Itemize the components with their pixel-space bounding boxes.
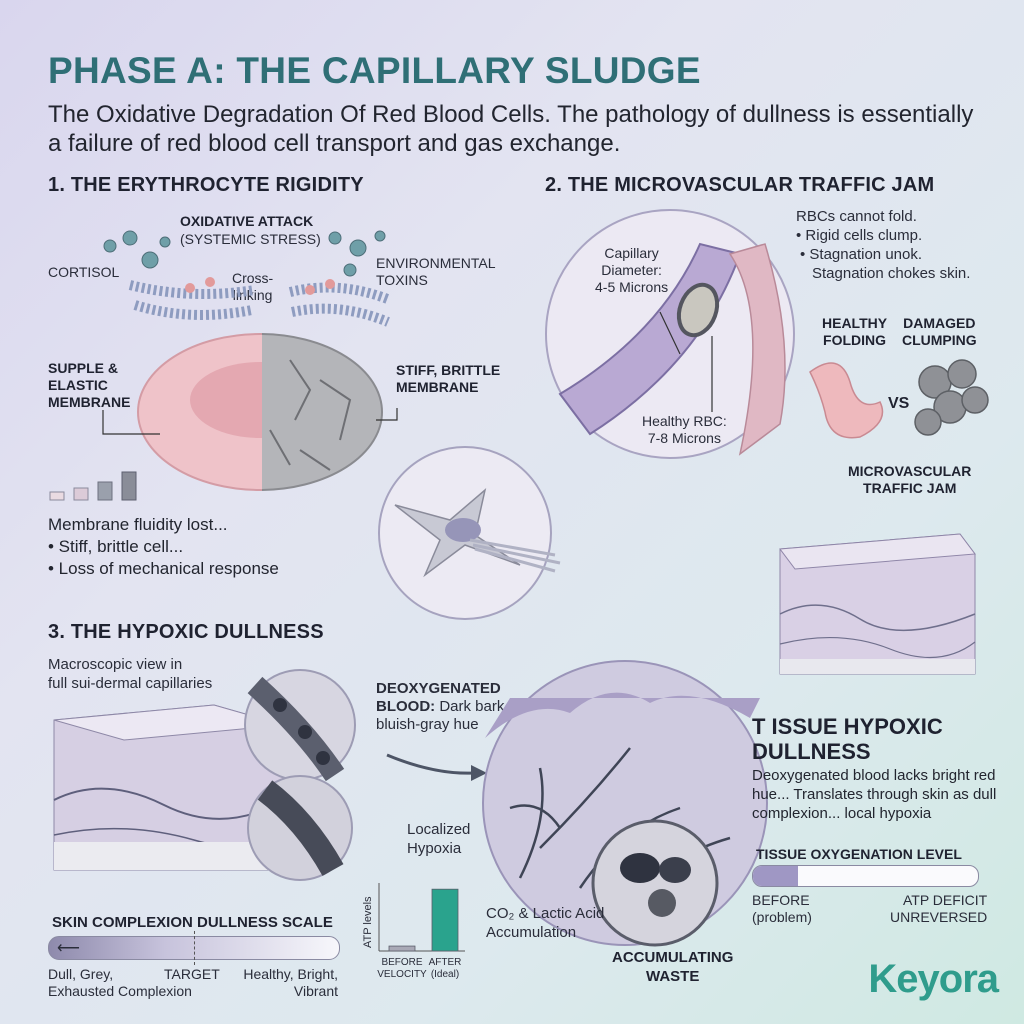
tissue-hypoxia-magnifier (482, 660, 768, 947)
damaged-rbc-half (262, 333, 383, 491)
systemic-stress-label: (SYSTEMIC STRESS) (180, 231, 321, 247)
oxygenation-title: TISSUE OXYGENATION LEVEL (756, 846, 962, 862)
localized-hypoxia-label: Localized Hypoxia (407, 821, 471, 857)
page-title: PHASE A: THE CAPILLARY SLUDGE (48, 50, 701, 91)
oxygenation-bar-fill (753, 866, 798, 886)
skin-block-top (779, 533, 976, 675)
scale-title: SKIN COMPLEXION DULLNESS SCALE (52, 914, 333, 931)
section3-heading: 3. THE HYPOXIC DULLNESS (48, 621, 324, 643)
oxygenation-deficit-label: ATP DEFICIT UNREVERSED (890, 892, 988, 925)
chart-category-label-0: VELOCITY (377, 969, 427, 980)
rigid-cell-magnifier (378, 446, 561, 620)
oxidative-attack-label: OXIDATIVE ATTACK (180, 213, 314, 229)
macro-view-label: Macroscopic view in full sui-dermal capi… (48, 656, 213, 692)
capillary-diameter-label: Capillary Diameter: 4-5 Microns (595, 245, 669, 295)
scale-right-label: Healthy, Bright, Vibrant (243, 966, 338, 999)
section1-note-3: • Loss of mechanical response (48, 559, 279, 578)
lipid-bilayer-left (128, 280, 256, 320)
chart-bar-1 (431, 888, 459, 952)
skin-block-macro (53, 704, 285, 871)
flow-arrow (386, 753, 487, 781)
vs-label: VS (888, 395, 910, 412)
lipid-bilayer-right (288, 282, 392, 327)
tissue-panel-title: T ISSUE HYPOXIC DULLNESS (752, 714, 943, 764)
deoxygenated-vessel-magnifiers (244, 669, 356, 881)
section1-note-1: Membrane fluidity lost... (48, 515, 228, 534)
deoxygenated-blood-label: DEOXYGENATED BLOOD: Dark bark bluish-gra… (376, 680, 504, 734)
accumulating-waste-label: ACCUMULATING WASTE (612, 949, 734, 985)
chart-category-label-1: AFTER (429, 957, 462, 968)
dullness-scale-bar: ⟵ (48, 931, 340, 965)
left-arrow-icon: ⟵ (57, 940, 80, 957)
supple-membrane-label: SUPPLE & ELASTIC MEMBRANE (48, 360, 131, 410)
deoxygenated-text: Dark bark bluish-gray hue (376, 698, 505, 733)
deoxygenated-bold: DEOXYGENATED BLOOD: (376, 680, 501, 715)
section1-heading: 1. THE ERYTHROCYTE RIGIDITY (48, 174, 364, 196)
scale-left-label: Dull, Grey, Exhausted Complexion (48, 966, 192, 999)
folding-vs-clumping-illustration (809, 359, 989, 439)
oxygenation-bar (752, 865, 979, 887)
section2-note-2: • Rigid cells clump. (796, 227, 923, 244)
molecule-icon (103, 230, 386, 277)
healthy-rbc-size-label: Healthy RBC: 7-8 Microns (642, 413, 727, 446)
section2-note-3: • Stagnation unok. (800, 246, 923, 263)
scale-target-marker (194, 931, 195, 965)
cortisol-label: CORTISOL (48, 264, 120, 280)
section2-heading: 2. THE MICROVASCULAR TRAFFIC JAM (545, 174, 935, 196)
cross-link-dots (185, 277, 335, 295)
healthy-folding-label: HEALTHY FOLDING (822, 315, 888, 348)
traffic-jam-label: MICROVASCULAR TRAFFIC JAM (848, 463, 972, 496)
folded-rbc (809, 362, 884, 439)
membrane-molecules-illustration (103, 230, 392, 327)
section1-note-2: • Stiff, brittle cell... (48, 537, 184, 556)
tissue-panel-description: Deoxygenated blood lacks bright red hue.… (752, 767, 997, 822)
clumped-rbcs (914, 359, 989, 436)
page-subtitle: The Oxidative Degradation Of Red Blood C… (48, 101, 974, 157)
chart-bar-0 (388, 945, 416, 952)
chart-y-label: ATP levels (362, 896, 374, 948)
rbc-comparison-illustration (137, 333, 383, 491)
label-leader-lines (102, 408, 398, 435)
damaged-clumping-label: DAMAGED CLUMPING (902, 315, 977, 348)
healthy-rbc-half (137, 333, 262, 491)
scale-target-label: TARGET (164, 966, 220, 982)
chart-category-label-0: BEFORE (381, 957, 422, 968)
chart-category-label-1: (Ideal) (431, 969, 459, 980)
co2-lactic-label: CO₂ & Lactic Acid Accumulation (486, 905, 605, 941)
section2-note-1: RBCs cannot fold. (796, 208, 917, 225)
environmental-toxins-label: ENVIRONMENTAL TOXINS (376, 255, 496, 288)
brand-logo: Keyora (868, 957, 999, 1001)
stiff-membrane-label: STIFF, BRITTLE MEMBRANE (396, 362, 501, 395)
oxygenation-before-label: BEFORE (problem) (752, 892, 812, 925)
rigidity-steps-icon (49, 471, 137, 501)
capillary-magnifier (545, 209, 795, 459)
section2-note-4: Stagnation chokes skin. (812, 265, 971, 282)
